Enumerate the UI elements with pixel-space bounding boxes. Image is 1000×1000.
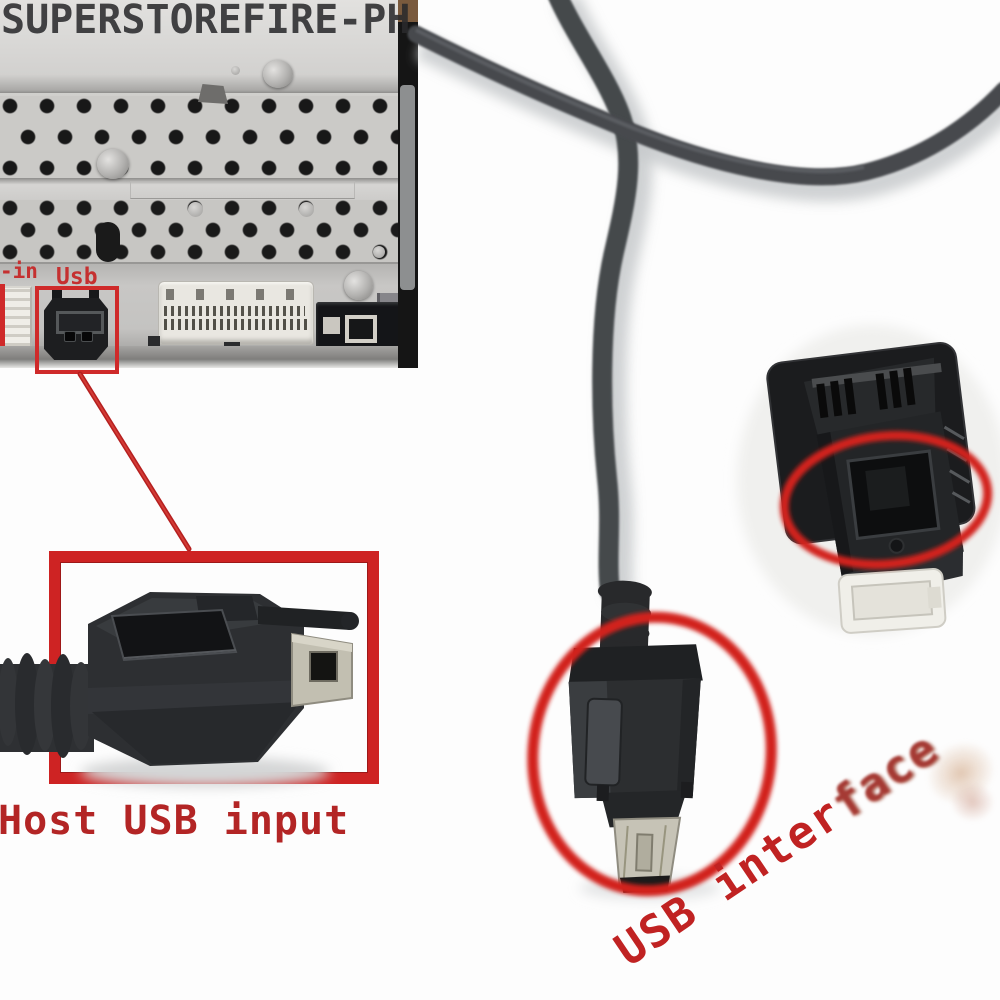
aux-highlight-edge — [0, 284, 5, 352]
vent-slots — [816, 367, 916, 419]
rivet — [373, 246, 385, 258]
connector-shadow — [80, 757, 330, 787]
watermark-text: SUPERSTOREFIRE-PH — [1, 0, 411, 43]
bent-metal-tab — [198, 84, 228, 104]
host-usb-input-label: Host USB input — [0, 798, 350, 844]
usb-socket-module-rear — [766, 342, 976, 602]
mini-usb-metal-tip-side — [291, 632, 353, 708]
chassis-top-strip — [0, 0, 400, 93]
usb-socket-frame — [56, 311, 104, 334]
white-wire-connector — [837, 567, 947, 634]
socket-pin-window — [345, 315, 377, 343]
aux-connector — [0, 286, 32, 352]
background-corner — [398, 0, 418, 22]
latch-arm-tip — [341, 612, 359, 630]
rivet — [299, 202, 314, 217]
housing-lower-face — [92, 702, 300, 764]
aux-in-label: -in — [0, 259, 38, 283]
multipin-pin-row — [164, 319, 307, 330]
panel-seam — [0, 178, 400, 200]
multipin-pin-row — [164, 306, 305, 316]
socket-inner-detail — [865, 466, 910, 511]
highlight-circle-socket — [779, 430, 993, 570]
usb-socket-tab — [89, 288, 99, 302]
highlight-circle-plug — [527, 611, 777, 897]
usb-contact — [81, 331, 93, 342]
cable-highlight — [415, 28, 865, 174]
pointer-line-core — [79, 373, 190, 550]
rivet — [231, 66, 240, 75]
usb-cable — [407, 0, 1000, 602]
housing-recess-slot — [110, 608, 238, 662]
host-usb-connector-closeup — [0, 592, 359, 766]
ink-smudge — [950, 782, 995, 822]
multipin-key-slots — [166, 289, 302, 300]
plug-latch — [584, 697, 623, 787]
ribbed-strain-relief — [0, 653, 92, 758]
socket-pin-window — [323, 317, 340, 334]
recess-edge-highlight — [123, 649, 237, 659]
plug-nub — [596, 784, 610, 802]
obround-vent-hole — [96, 222, 120, 262]
usb-port-highlight-box — [35, 286, 119, 374]
socket-body-edge — [816, 432, 855, 581]
screw — [263, 60, 293, 88]
plug-cap — [568, 644, 703, 684]
screw — [344, 271, 373, 300]
vent-holes-band-upper — [0, 96, 400, 178]
plug-nub — [680, 781, 694, 799]
screw-dimple — [888, 537, 905, 554]
usb-contact — [64, 331, 76, 342]
chassis-side-heatsink — [400, 85, 415, 290]
screw — [97, 149, 129, 179]
cable-segment — [407, 25, 1000, 186]
cable-shadow — [415, 36, 1000, 202]
car-stereo-rear-photo: -in Usb — [0, 0, 418, 374]
embossed-panel-line — [130, 181, 355, 199]
usb-socket-tab — [52, 288, 62, 302]
latch-arm — [258, 606, 350, 630]
rivet — [188, 202, 203, 217]
usb-port-label: Usb — [56, 264, 98, 290]
plug-body-right-edge — [676, 678, 701, 798]
cable-segment — [548, 0, 639, 602]
